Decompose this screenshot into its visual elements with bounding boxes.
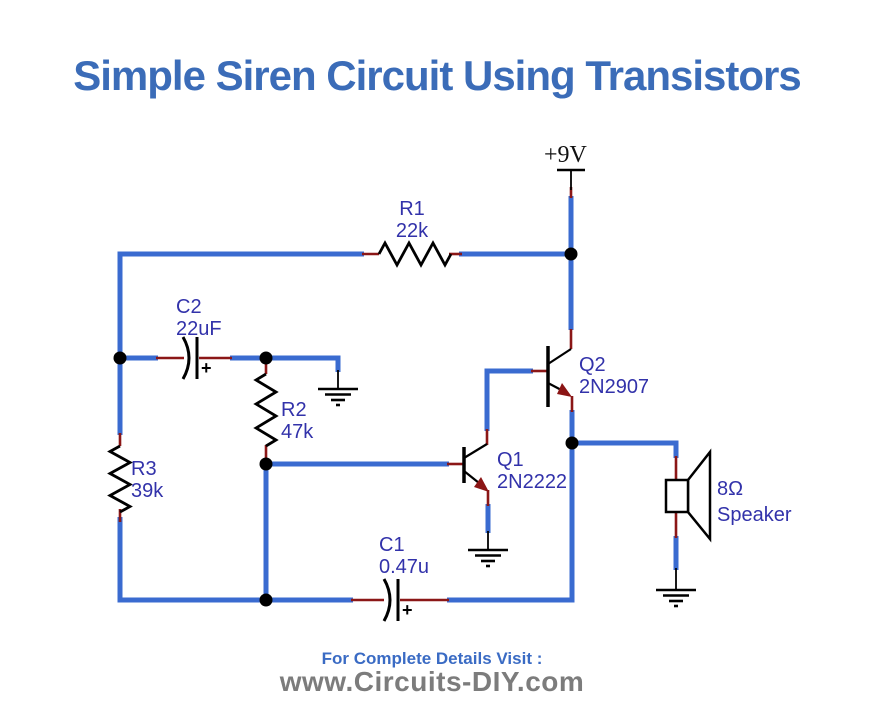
wire-bottom-left-loop (117, 517, 353, 603)
footer-visit-text: For Complete Details Visit : (321, 649, 543, 668)
ground-q1 (468, 548, 508, 568)
component-leads (118, 187, 678, 602)
wire-q1collector-to-q2base (484, 368, 533, 431)
q2-value: 2N2907 (579, 376, 650, 398)
q2-arrow (557, 383, 572, 397)
capacitor-symbols (181, 336, 400, 622)
ground-symbols (318, 387, 696, 608)
c1-value: 0.47u (379, 556, 430, 578)
r1-ref: R1 (399, 198, 425, 220)
q1-value: 2N2222 (497, 471, 568, 493)
c2-polarity-plus: + (201, 358, 212, 378)
r2-ref: R2 (281, 399, 307, 421)
resistor-symbols (107, 240, 453, 514)
resistor-r3-symbol (107, 444, 133, 514)
capacitor-c1-curved-plate (382, 578, 392, 622)
ground-c2 (318, 387, 358, 407)
c1-polarity-plus: + (402, 600, 413, 620)
q1-collector-lead (463, 443, 488, 459)
junction-dot (113, 351, 127, 365)
r1-value: 22k (395, 220, 429, 242)
footer-website-url: www.Circuits-DIY.com (279, 666, 585, 697)
power-supply-label: +9V (544, 142, 587, 168)
q1-ref: Q1 (497, 449, 524, 471)
junction-dot (259, 351, 273, 365)
speaker-impedance: 8Ω (717, 478, 744, 500)
speaker-horn (686, 448, 712, 543)
ground-stems (337, 170, 677, 590)
capacitor-c2-curved-plate (181, 336, 191, 380)
resistor-r1-symbol (377, 240, 453, 268)
page-title: Simple Siren Circuit Using Transistors (73, 52, 802, 99)
speaker-symbol (664, 448, 712, 543)
junction-dot (259, 593, 273, 607)
speaker-label: 8Ω Speaker (717, 476, 792, 528)
junction-dot (259, 457, 273, 471)
ground-speaker (656, 588, 696, 608)
c2-value: 22uF (176, 318, 222, 340)
wire-to-speaker (572, 440, 679, 458)
r3-value: 39k (131, 480, 164, 502)
junction-dots (113, 247, 579, 607)
junction-dot (565, 436, 579, 450)
c2-ref: C2 (176, 296, 202, 318)
q2-ref: Q2 (579, 354, 606, 376)
q1-emitter-arrow (474, 477, 489, 492)
speaker-body (664, 478, 690, 514)
wire-c2-to-ground (230, 355, 341, 372)
r3-ref: R3 (131, 458, 157, 480)
wires (117, 196, 679, 603)
speaker-name: Speaker (717, 504, 792, 526)
resistor-r2-symbol (253, 372, 279, 448)
transistor-q1-symbol (462, 443, 489, 492)
wire-bottom-right-loop (447, 443, 575, 603)
r2-value: 47k (281, 421, 314, 443)
transistor-q2-symbol (546, 346, 572, 407)
junction-dot (564, 247, 578, 261)
c1-ref: C1 (379, 534, 405, 556)
wire-top-right (459, 251, 574, 330)
q2-top-lead (547, 348, 572, 365)
wire-top-left-loop (117, 251, 364, 435)
